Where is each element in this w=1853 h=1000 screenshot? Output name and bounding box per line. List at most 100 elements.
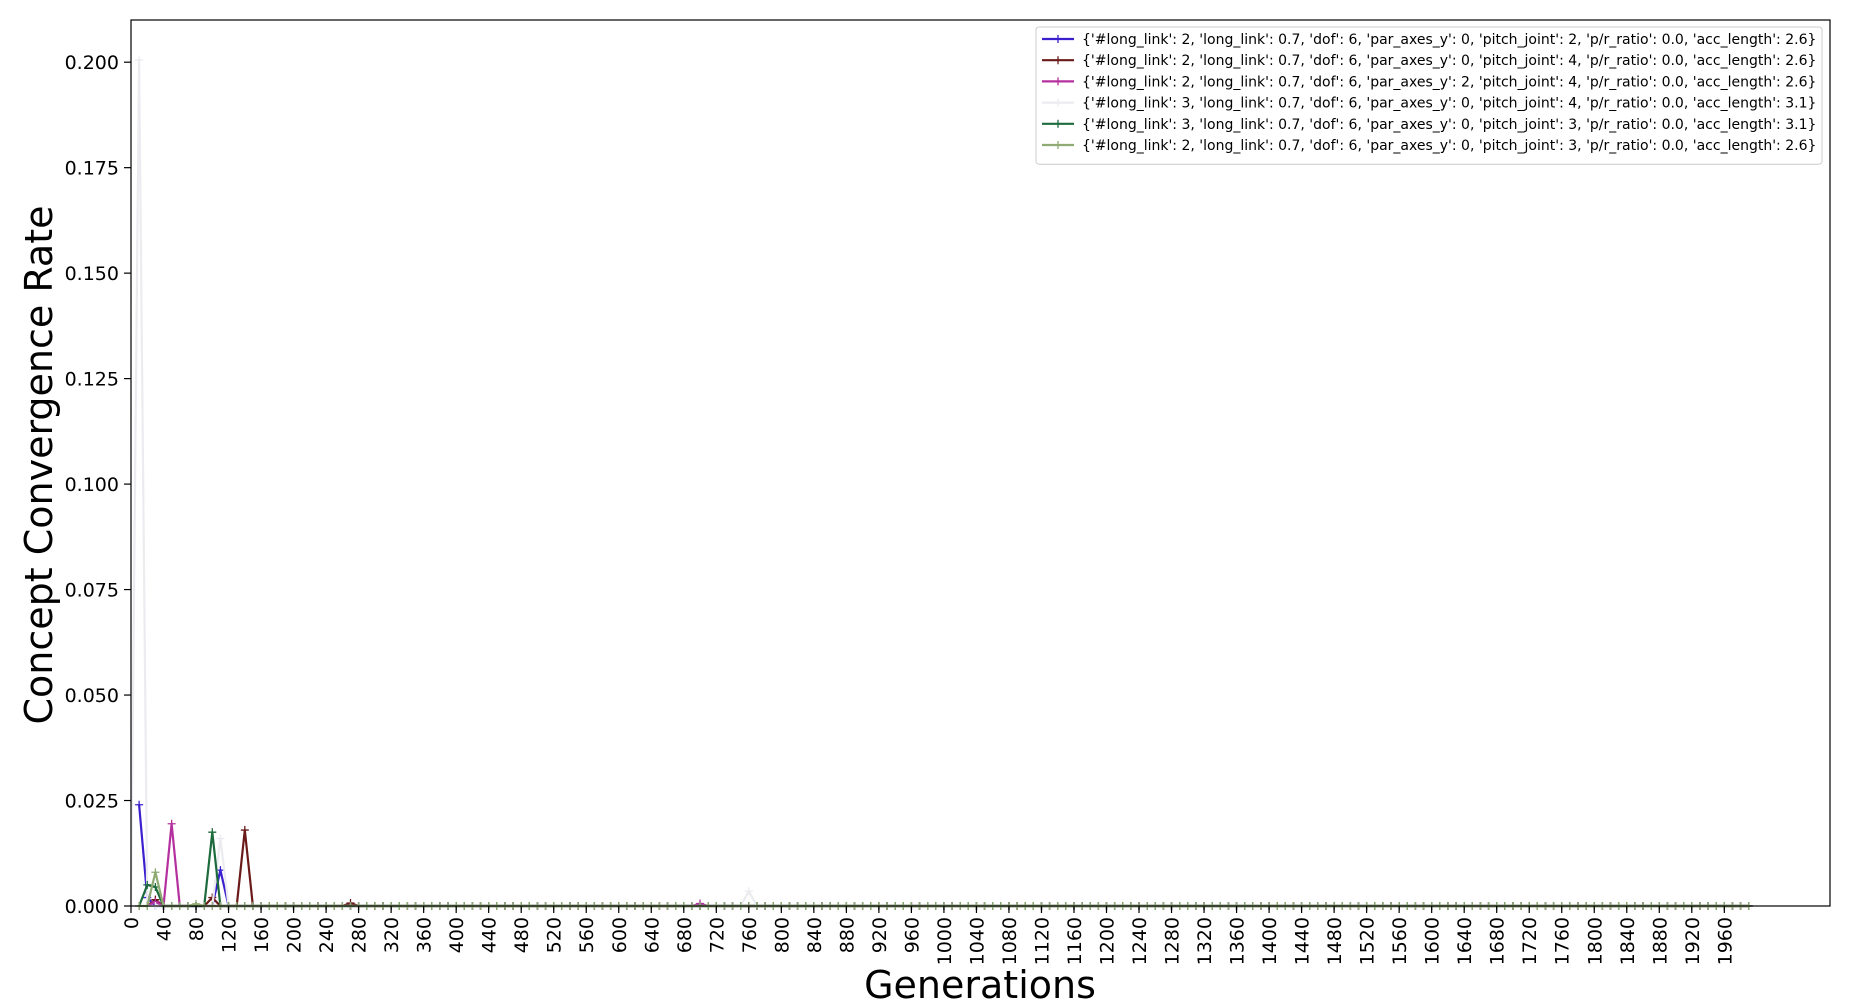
series-line: [138, 831, 1749, 908]
data-point-marker: [167, 819, 176, 828]
x-tick-label: 0: [121, 917, 143, 929]
y-tick-label: 0.025: [65, 791, 119, 813]
x-tick-label: 440: [479, 917, 501, 953]
data-point-marker: [208, 828, 217, 837]
y-tick-label: 0.100: [65, 474, 119, 496]
data-point-marker: [135, 56, 144, 65]
x-tick-label: 1360: [1227, 917, 1249, 965]
x-tick-label: 1680: [1487, 917, 1509, 965]
data-point-marker: [744, 887, 753, 896]
x-tick-label: 1280: [1162, 917, 1184, 965]
x-tick-label: 360: [414, 917, 436, 953]
y-tick-label: 0.000: [65, 896, 119, 918]
series-5: [135, 828, 1753, 910]
legend: {'#long_link': 2, 'long_link': 0.7, 'dof…: [1035, 26, 1823, 165]
y-tick-label: 0.150: [65, 263, 119, 285]
x-tick-label: 400: [446, 917, 468, 953]
x-tick-label: 480: [511, 917, 533, 953]
x-tick-label: 1200: [1097, 917, 1119, 965]
x-tick-label: 800: [771, 917, 793, 953]
plot-frame: [130, 19, 1831, 907]
y-tick-label: 0.125: [65, 369, 119, 391]
x-tick-label: 1800: [1584, 917, 1606, 965]
legend-item: {'#long_link': 3, 'long_link': 0.7, 'dof…: [1042, 117, 1816, 133]
series-1: [135, 800, 1753, 910]
legend-item: {'#long_link': 2, 'long_link': 0.7, 'dof…: [1042, 53, 1816, 69]
data-point-marker: [135, 800, 144, 809]
series-6: [135, 868, 1753, 910]
legend-marker: [1054, 35, 1062, 43]
data-point-marker: [240, 826, 249, 835]
legend-item: {'#long_link': 2, 'long_link': 0.7, 'dof…: [1042, 32, 1816, 48]
x-tick-label: 1040: [966, 917, 988, 965]
y-tick-label: 0.200: [65, 52, 119, 74]
data-point-marker: [143, 880, 152, 889]
x-tick-label: 1400: [1259, 917, 1281, 965]
x-tick-label: 160: [251, 917, 273, 953]
x-tick-label: 1960: [1714, 917, 1736, 965]
series-line: [129, 59, 1749, 908]
axes: 0.000 0.025 0.050 0.075 0.100 0.125 0.150 0.175…: [65, 19, 1831, 965]
x-tick-label: 40: [154, 917, 176, 941]
x-tick-label: 240: [316, 917, 338, 953]
legend-item: {'#long_link': 2, 'long_link': 0.7, 'dof…: [1042, 138, 1816, 154]
x-tick-label: 1760: [1552, 917, 1574, 965]
x-tick-label: 280: [349, 917, 371, 953]
x-tick-label: 1320: [1194, 917, 1216, 965]
x-tick-label: 320: [381, 917, 403, 953]
data-point-marker: [151, 868, 160, 877]
x-tick-label: 520: [544, 917, 566, 953]
x-tick-label: 120: [219, 917, 241, 953]
y-tick-label: 0.050: [65, 685, 119, 707]
x-tick-label: 1520: [1357, 917, 1379, 965]
x-tick-label: 920: [869, 917, 891, 953]
series-line: [146, 829, 1749, 908]
x-tick-label: 1920: [1682, 917, 1704, 965]
x-tick-label: 200: [284, 917, 306, 953]
legend-label: {'#long_link': 2, 'long_link': 0.7, 'dof…: [1082, 53, 1816, 69]
legend-item: {'#long_link': 2, 'long_link': 0.7, 'dof…: [1042, 74, 1816, 90]
x-tick-label: 880: [836, 917, 858, 953]
legend-item: {'#long_link': 3, 'long_link': 0.7, 'dof…: [1042, 96, 1816, 112]
legend-label: {'#long_link': 2, 'long_link': 0.7, 'dof…: [1082, 138, 1816, 154]
series-2: [143, 826, 1753, 910]
x-tick-label: 1840: [1617, 917, 1639, 965]
legend-label: {'#long_link': 2, 'long_link': 0.7, 'dof…: [1082, 74, 1816, 90]
x-tick-label: 1120: [1031, 917, 1053, 965]
y-tick-label: 0.175: [65, 158, 119, 180]
x-tick-label: 1440: [1292, 917, 1314, 965]
y-axis-title: Concept Convergence Rate: [17, 206, 61, 725]
legend-label: {'#long_link': 2, 'long_link': 0.7, 'dof…: [1082, 32, 1816, 48]
x-tick-label: 960: [901, 917, 923, 953]
plot-area: [127, 56, 1753, 910]
legend-label: {'#long_link': 3, 'long_link': 0.7, 'dof…: [1082, 117, 1816, 133]
x-tick-label: 640: [641, 917, 663, 953]
x-tick-label: 1880: [1649, 917, 1671, 965]
x-tick-label: 1000: [934, 917, 956, 965]
x-tick-label: 1240: [1129, 917, 1151, 965]
legend-marker: [1054, 56, 1062, 65]
series-line: [139, 871, 1749, 908]
x-tick-label: 1480: [1324, 917, 1346, 965]
series-line: [138, 804, 1749, 908]
x-axis-title: Generations: [864, 963, 1096, 1000]
x-tick-label: 1600: [1422, 917, 1444, 965]
legend-marker: [1054, 141, 1062, 149]
legend-marker: [1054, 77, 1062, 86]
x-tick-label: 1080: [999, 917, 1021, 965]
series-3: [143, 819, 1753, 910]
x-tick-label: 80: [186, 917, 208, 941]
series-4: [127, 56, 1753, 910]
x-tick-label: 1160: [1064, 917, 1086, 965]
data-point-marker: [216, 834, 225, 843]
x-tick-label: 720: [706, 917, 728, 953]
legend-marker: [1054, 98, 1062, 107]
x-tick-label: 1560: [1389, 917, 1411, 965]
legend-label: {'#long_link': 3, 'long_link': 0.7, 'dof…: [1082, 96, 1816, 112]
x-tick-label: 1640: [1454, 917, 1476, 965]
y-tick-label: 0.075: [65, 580, 119, 602]
legend-box: [1035, 26, 1823, 165]
x-tick-label: 1720: [1519, 917, 1541, 965]
x-tick-label: 760: [739, 917, 761, 953]
